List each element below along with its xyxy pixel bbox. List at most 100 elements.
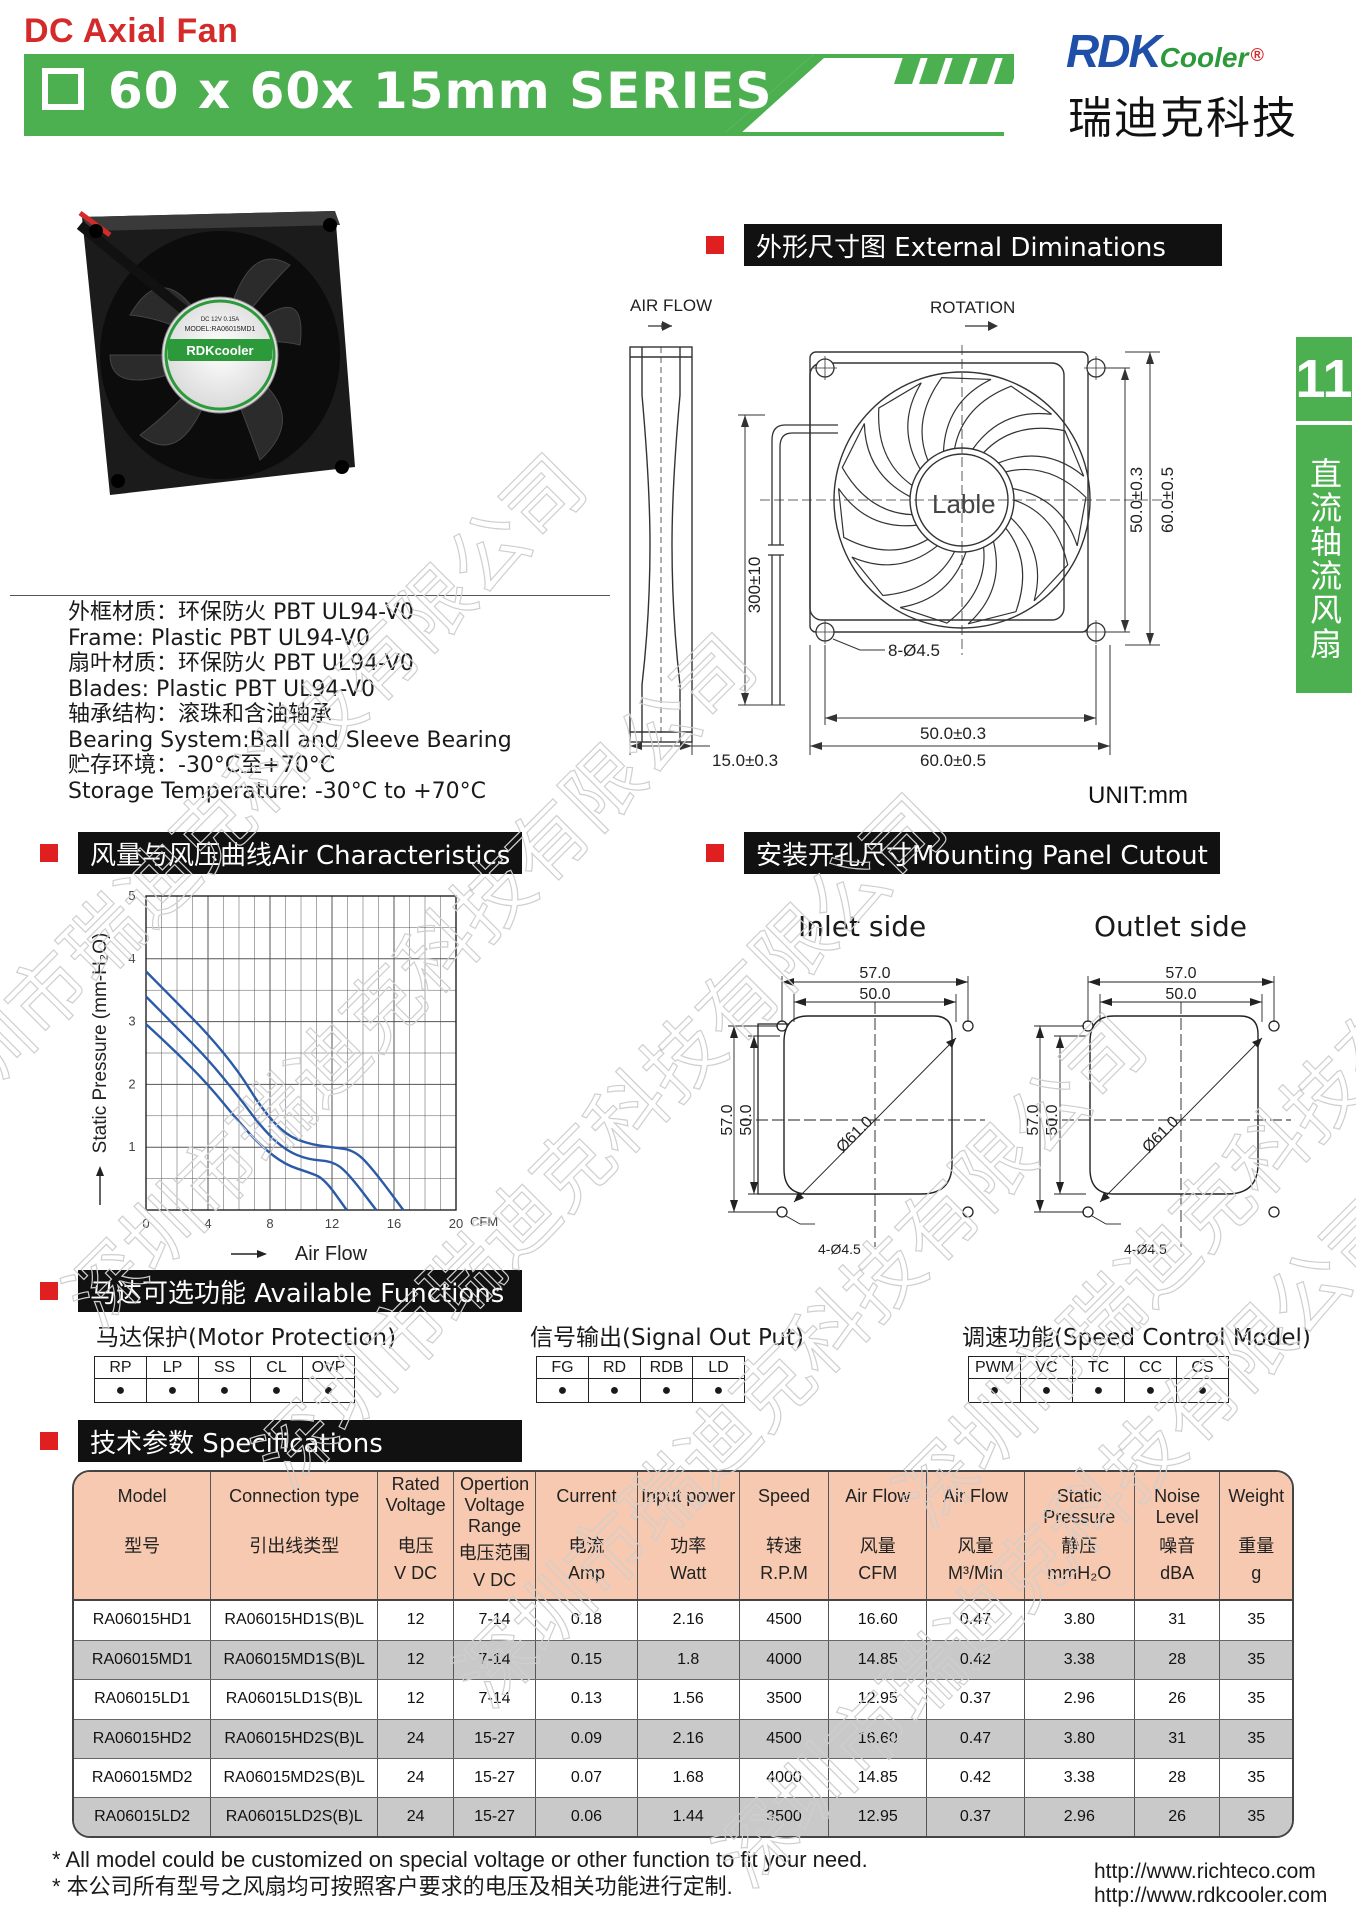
chart-y-tick: 5 — [128, 888, 135, 903]
spec-header-unit: g — [1251, 1563, 1262, 1583]
spec-cell: 3.80 — [1024, 1719, 1135, 1759]
chart-x-tick: 0 — [142, 1216, 149, 1231]
material-line: 轴承结构：滚珠和含油轴承 — [68, 702, 333, 727]
spec-cell: 31 — [1134, 1719, 1221, 1759]
func-cl: CL — [250, 1356, 303, 1379]
spec-header-en: Rated Voltage — [385, 1474, 446, 1515]
spec-header-unit: V DC — [473, 1570, 517, 1590]
spec-cell: 15-27 — [453, 1797, 537, 1836]
lead-length-dim: 300±10 — [745, 557, 764, 614]
spec-cell: RA06015LD2 — [74, 1797, 212, 1836]
footer-notes: * All model could be customized on speci… — [52, 1846, 868, 1900]
header-banner — [24, 54, 1014, 136]
spec-cell: 0.47 — [926, 1719, 1025, 1759]
speed-control-table: PWM VC TC CC CS ● ● ● ● ● — [968, 1356, 1229, 1403]
spec-header-cn: 型号 — [124, 1536, 161, 1556]
spec-cell: 26 — [1134, 1679, 1221, 1720]
spec-header-cn: 功率 — [670, 1536, 707, 1556]
spec-cell: 35 — [1219, 1758, 1292, 1799]
cutout-50-v-dim: 50.0 — [1044, 1104, 1061, 1135]
func-ss: SS — [198, 1356, 251, 1379]
section-cutout-title: 安装开孔尺寸Mounting Panel Cutout — [744, 832, 1220, 874]
spec-header-en: Opertion Voltage Range — [460, 1474, 530, 1536]
section-specs-title: 技术参数 Specifications — [78, 1420, 522, 1462]
chart-y-label: Static Pressure (mm-H₂O) — [90, 933, 111, 1154]
spec-header-en: Model — [117, 1486, 167, 1506]
logo-sub: Cooler — [1159, 42, 1249, 73]
section-specs: 技术参数 Specifications — [40, 1420, 522, 1462]
fan-label-rating: DC 12V 0.15A — [201, 317, 239, 323]
spec-cell: 7-14 — [453, 1600, 537, 1641]
spec-cell: RA06015MD2 — [74, 1758, 212, 1799]
fan-blade-outline — [954, 385, 1052, 450]
spec-cell: 14.85 — [828, 1758, 928, 1799]
cutout-inlet-drawing: 57.0 50.0 57.0 50.0 Ø61.0 4-Ø4.5 — [720, 965, 985, 1257]
inlet-label: Inlet side — [798, 910, 927, 943]
signal-output-title: 信号输出(Signal Out Put) — [530, 1325, 804, 1351]
spec-header-unit: CFM — [858, 1563, 898, 1583]
cutout-57-v-dim: 57.0 — [1026, 1104, 1042, 1135]
spec-header-cn: 静压 — [1061, 1536, 1098, 1556]
fan-blade-outline — [1005, 468, 1087, 547]
spec-cell: 7-14 — [453, 1640, 537, 1681]
chart-y-tick: 4 — [128, 951, 135, 966]
spec-cell: 0.47 — [926, 1600, 1025, 1641]
spec-cell: 3.80 — [1024, 1600, 1135, 1641]
section-marker — [706, 236, 724, 254]
func-dot: ● — [198, 1378, 251, 1403]
spec-cell: 3.38 — [1024, 1758, 1135, 1799]
func-lp: LP — [146, 1356, 199, 1379]
material-line: Blades: Plastic PBT UL94-V0 — [68, 676, 376, 702]
header-square-icon — [42, 68, 84, 110]
spec-cell: RA06015HD1S(B)L — [210, 1600, 379, 1641]
func-cc: CC — [1124, 1356, 1177, 1379]
spec-cell: RA06015MD1S(B)L — [210, 1640, 379, 1681]
cutout-57-dim: 57.0 — [1165, 965, 1196, 982]
dimension-drawing: AIR FLOW ROTATION Lable 300±10 50.0±0.3 … — [629, 296, 1188, 809]
spec-cell: 4500 — [739, 1600, 830, 1641]
holes-dim: 8-Ø4.5 — [888, 641, 940, 660]
air-flow-label: AIR FLOW — [630, 296, 712, 315]
spec-cell: 4500 — [739, 1719, 830, 1759]
spec-cell: 2.16 — [637, 1600, 740, 1641]
footer-url-rdkcooler[interactable]: http://www.rdkcooler.com — [1094, 1884, 1328, 1907]
spec-cell: 1.56 — [637, 1679, 740, 1720]
material-line: Bearing System:Ball and Sleeve Bearing — [68, 727, 512, 753]
spec-cell: 24 — [377, 1719, 455, 1759]
fan-blade-outline — [837, 488, 929, 551]
spec-cell: 2.96 — [1024, 1797, 1135, 1836]
func-rdb: RDB — [640, 1356, 693, 1379]
spec-cell: 1.8 — [637, 1640, 740, 1681]
spec-cell: RA06015HD2 — [74, 1719, 212, 1759]
spec-header-cn: 风量 — [859, 1536, 896, 1556]
series-title: 60 x 60x 15mm SERIES — [108, 62, 773, 120]
func-ld: LD — [692, 1356, 745, 1379]
material-line: 贮存环境：-30°C至+70°C — [68, 753, 336, 778]
spec-cell: 1.44 — [637, 1797, 740, 1836]
spec-cell: 0.42 — [926, 1640, 1025, 1681]
footer-note-en: * All model could be customized on speci… — [52, 1847, 868, 1872]
chart-x-tick: 16 — [387, 1216, 401, 1231]
section-functions-title: 马达可选功能 Available Functions — [78, 1270, 522, 1312]
chart-y-tick: 2 — [128, 1076, 135, 1091]
section-marker — [40, 1282, 58, 1300]
material-line: Frame: Plastic PBT UL94-V0 — [68, 625, 370, 651]
fan-blade-outline — [851, 545, 956, 597]
fan-blade-outline — [841, 423, 913, 516]
spec-header-unit: R.P.M — [760, 1563, 808, 1583]
section-marker — [40, 844, 58, 862]
spec-cell: 24 — [377, 1758, 455, 1799]
spec-cell: 0.37 — [926, 1679, 1025, 1720]
spec-header-cn: 转速 — [765, 1536, 802, 1556]
func-rd: RD — [588, 1356, 641, 1379]
chart-series-line-3 — [145, 1023, 348, 1211]
fan-label-model: MODEL:RA06015MD1 — [185, 326, 256, 333]
footer-url-richteco[interactable]: http://www.richteco.com — [1094, 1860, 1316, 1883]
